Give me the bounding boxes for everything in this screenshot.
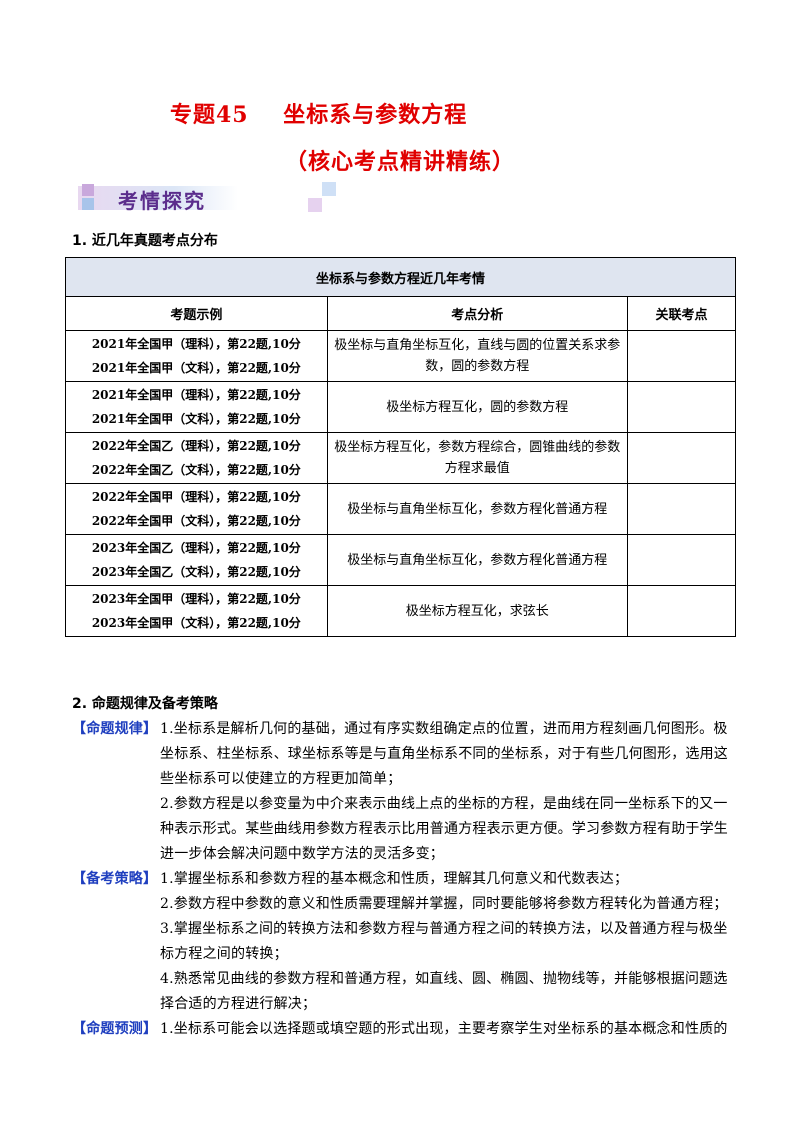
banner-decoration: [308, 198, 322, 212]
predict-tag: 【命题预测】: [72, 1017, 157, 1042]
related-cell: [626, 585, 737, 637]
law-paragraph-2: 2.参数方程是以参变量为中介来表示曲线上点的坐标的方程，是曲线在同一坐标系下的又…: [160, 792, 730, 867]
related-cell: [626, 483, 737, 535]
exam-example: 2023年全国甲（理科），第22题,10分: [91, 592, 301, 606]
exam-example: 2023年全国乙（文科），第22题,10分: [91, 565, 301, 579]
exam-example: 2023年全国甲（文科），第22题,10分: [91, 616, 301, 630]
table-caption: 坐标系与参数方程近几年考情: [65, 257, 736, 297]
related-cell: [626, 432, 737, 484]
exam-example-cell: 2022年全国甲（理科），第22题,10分 2022年全国甲（文科），第22题,…: [65, 483, 328, 535]
section2-heading: 2. 命题规律及备考策略: [72, 696, 218, 712]
table-row: 2022年全国乙（理科），第22题,10分 2022年全国乙（文科），第22题,…: [65, 432, 737, 484]
related-cell: [626, 534, 737, 586]
analysis-cell: 极坐标方程互化，求弦长: [326, 585, 628, 637]
section-banner: 考情探究: [78, 182, 336, 214]
strategy-paragraph-4: 4.熟悉常见曲线的参数方程和普通方程，如直线、圆、椭圆、抛物线等，并能够根据问题…: [160, 971, 728, 1012]
banner-decoration: [82, 184, 94, 196]
strategy-tag: 【备考策略】: [72, 867, 157, 892]
banner-decoration: [82, 198, 94, 210]
exam-example: 2022年全国甲（理科），第22题,10分: [91, 490, 301, 504]
exam-example: 2021年全国甲（文科），第22题,10分: [91, 361, 301, 375]
predict-tag-label: 【命题预测】: [72, 1021, 158, 1037]
section1-heading: 1. 近几年真题考点分布: [72, 233, 218, 249]
exam-example-cell: 2023年全国甲（理科），第22题,10分 2023年全国甲（文科），第22题,…: [65, 585, 328, 637]
related-cell: [626, 381, 737, 433]
table-header: 考题示例: [65, 296, 328, 331]
law-tag-label: 【命题规律】: [72, 721, 158, 737]
table-header: 考点分析: [326, 296, 628, 331]
related-cell: [626, 330, 737, 382]
table-row: 2023年全国乙（理科），第22题,10分 2023年全国乙（文科），第22题,…: [65, 534, 737, 586]
exam-example: 2022年全国乙（文科），第22题,10分: [91, 463, 301, 477]
table-header: 关联考点: [626, 296, 737, 331]
analysis-cell: 极坐标方程互化，圆的参数方程: [326, 381, 628, 433]
strategy-tag-label: 【备考策略】: [72, 871, 158, 887]
exam-example: 2021年全国甲（理科），第22题,10分: [91, 337, 301, 351]
law-tag: 【命题规律】: [72, 717, 157, 742]
analysis-cell: 极坐标与直角坐标互化，参数方程化普通方程: [326, 534, 628, 586]
exam-example: 2021年全国甲（理科），第22题,10分: [91, 388, 301, 402]
exam-example: 2023年全国乙（理科），第22题,10分: [91, 541, 301, 555]
exam-example: 2021年全国甲（文科），第22题,10分: [91, 412, 301, 426]
table-row: 2021年全国甲（理科），第22题,10分 2021年全国甲（文科），第22题,…: [65, 381, 737, 433]
exam-example: 2022年全国乙（理科），第22题,10分: [91, 439, 301, 453]
law-paragraph-1: 1.坐标系是解析几何的基础，通过有序实数组确定点的位置，进而用方程刻画几何图形。…: [160, 717, 730, 792]
exam-example-cell: 2023年全国乙（理科），第22题,10分 2023年全国乙（文科），第22题,…: [65, 534, 328, 586]
exam-example: 2022年全国甲（文科），第22题,10分: [91, 514, 301, 528]
analysis-cell: 极坐标与直角坐标互化，参数方程化普通方程: [326, 483, 628, 535]
strategy-paragraph-3: 3.掌握坐标系之间的转换方法和参数方程与普通方程之间的转换方法，以及普通方程与极…: [160, 921, 728, 962]
analysis-cell: 极坐标与直角坐标互化，直线与圆的位置关系求参数，圆的参数方程: [326, 330, 628, 382]
strategy-paragraph-2: 2.参数方程中参数的意义和性质需要理解并掌握，同时要能够将参数方程转化为普通方程…: [160, 896, 728, 912]
banner-decoration: [322, 182, 336, 196]
table-row: 2023年全国甲（理科），第22题,10分 2023年全国甲（文科），第22题,…: [65, 585, 737, 637]
predict-paragraph-1: 1.坐标系可能会以选择题或填空题的形式出现，主要考察学生对坐标系的基本概念和性质…: [160, 1021, 728, 1037]
page-subtitle: （核心考点精讲精练）: [285, 149, 516, 175]
exam-example-cell: 2022年全国乙（理科），第22题,10分 2022年全国乙（文科），第22题,…: [65, 432, 328, 484]
analysis-cell: 极坐标方程互化，参数方程综合，圆锥曲线的参数方程求最值: [326, 432, 628, 484]
table-row: 2021年全国甲（理科），第22题,10分 2021年全国甲（文科），第22题,…: [65, 330, 737, 382]
exam-example-cell: 2021年全国甲（理科），第22题,10分 2021年全国甲（文科），第22题,…: [65, 381, 328, 433]
banner-bar: [78, 186, 238, 210]
strategy-paragraph-1: 1.掌握坐标系和参数方程的基本概念和性质，理解其几何意义和代数表达；: [160, 871, 629, 887]
table-row: 2022年全国甲（理科），第22题,10分 2022年全国甲（文科），第22题,…: [65, 483, 737, 535]
law-text-1: 1.坐标系是解析几何的基础，通过有序实数组确定点的位置，进而用方程刻画几何图形。…: [160, 721, 728, 787]
page-title: 专题45 坐标系与参数方程: [170, 102, 468, 128]
exam-example-cell: 2021年全国甲（理科），第22题,10分 2021年全国甲（文科），第22题,…: [65, 330, 328, 382]
exam-table: 坐标系与参数方程近几年考情 考题示例 考点分析 关联考点 2021年全国甲（理科…: [65, 257, 737, 637]
banner-title: 考情探究: [118, 189, 206, 213]
law-text-2: 2.参数方程是以参变量为中介来表示曲线上点的坐标的方程，是曲线在同一坐标系下的又…: [160, 796, 728, 862]
